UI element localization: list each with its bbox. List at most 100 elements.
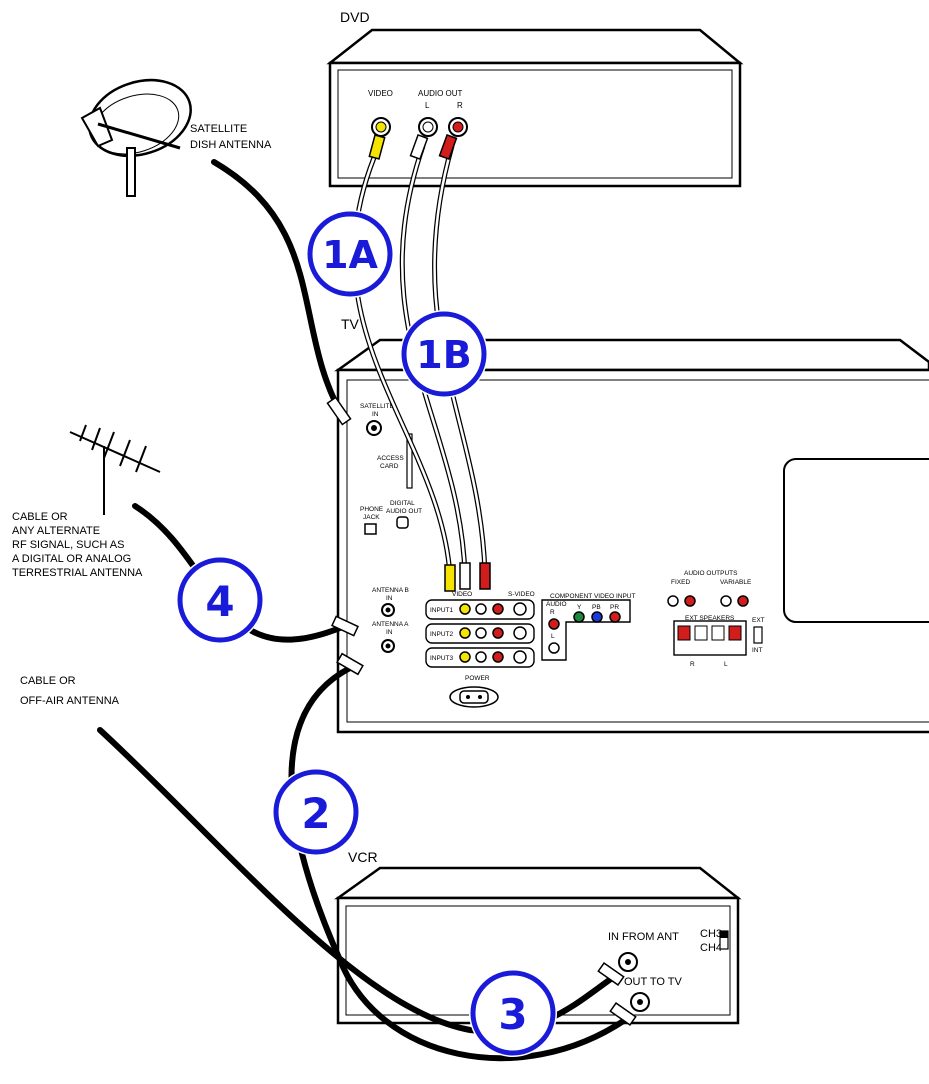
tv-video-plug [444, 564, 456, 592]
input3-audio-l-jack[interactable] [475, 651, 487, 663]
tv-rear-panel: TV SATELLITE IN ACCESS CARD PHONE JACK D… [334, 316, 929, 734]
audio-outputs-label: AUDIO OUTPUTS [684, 570, 738, 577]
terrestrial-label-2: ANY ALTERNATE [12, 525, 100, 537]
vcr-in-from-ant-label: IN FROM ANT [608, 931, 679, 943]
digital-audio-label-1: DIGITAL [390, 500, 415, 507]
component-pr-label: PR [610, 604, 619, 611]
digital-audio-out-jack[interactable] [396, 516, 409, 529]
svideo-column-label: S-VIDEO [508, 591, 535, 598]
dvd-player: DVD VIDEO AUDIO OUT L R [326, 9, 744, 188]
input3-label: INPUT3 [430, 655, 454, 662]
terrestrial-label-4: A DIGITAL OR ANALOG [12, 553, 131, 565]
access-card-label-2: CARD [380, 463, 399, 470]
input2-audio-l-jack[interactable] [475, 627, 487, 639]
dvd-r-label: R [457, 101, 463, 110]
terrestrial-label-1: CABLE OR [12, 511, 68, 523]
ext-spk-r-minus[interactable] [694, 625, 708, 641]
power-connector[interactable] [449, 686, 499, 708]
ext-speakers-block: EXT SPEAKERS R L [673, 615, 747, 668]
tv-audio-r-plug [479, 562, 491, 590]
step-1b-text: 1B [416, 333, 471, 377]
dvd-audio-l-jack[interactable] [418, 117, 438, 137]
tv-satellite-in-label-1: SATELLITE [360, 403, 395, 410]
step-2-text: 2 [301, 789, 330, 838]
input1-row: INPUT1 [425, 599, 535, 620]
component-audio-l-label: L [551, 633, 555, 640]
phone-jack[interactable] [364, 523, 377, 535]
ext-speakers-label: EXT SPEAKERS [685, 615, 735, 622]
input3-audio-r-jack[interactable] [492, 651, 504, 663]
step-3-badge: 3 [469, 969, 557, 1057]
component-y-label: Y [577, 604, 582, 611]
component-audio-r-label: R [550, 609, 555, 616]
video-column-label: VIDEO [452, 591, 472, 598]
dvd-label: DVD [340, 9, 370, 25]
vcr-out-to-tv-label: OUT TO TV [624, 976, 683, 988]
variable-l-jack[interactable] [720, 595, 732, 607]
component-pb-label: PB [592, 604, 601, 611]
satellite-cable [211, 159, 348, 423]
ext-int-switch[interactable] [753, 626, 763, 644]
component-y-jack[interactable] [573, 611, 585, 623]
input2-row: INPUT2 [425, 623, 535, 644]
satellite-label-line1: SATELLITE [190, 123, 247, 135]
access-card-slot[interactable] [406, 433, 413, 489]
terrestrial-label-5: TERRESTRIAL ANTENNA [12, 567, 143, 579]
component-audio-r-jack[interactable] [548, 618, 560, 630]
vcr-in-from-ant-jack[interactable] [618, 952, 638, 972]
ext-spk-l-minus[interactable] [711, 625, 725, 641]
component-audio-label: AUDIO [546, 601, 567, 608]
vcr-out-plug [609, 1001, 637, 1027]
vcr-out-to-tv-jack[interactable] [630, 992, 650, 1012]
ext-spk-l-label: L [724, 661, 728, 668]
step-1a-badge: 1A [306, 210, 394, 298]
dvd-audio-r-plug [438, 133, 458, 161]
antenna-a-label-1: ANTENNA A [372, 621, 409, 628]
input2-video-jack[interactable] [459, 627, 471, 639]
satellite-label-line2: DISH ANTENNA [190, 139, 272, 151]
ext-spk-l-plus[interactable] [728, 625, 742, 641]
vcr-label: VCR [348, 849, 378, 865]
component-pb-jack[interactable] [591, 611, 603, 623]
input1-audio-r-jack[interactable] [492, 603, 504, 615]
input3-svideo-jack[interactable] [513, 650, 527, 664]
fixed-l-jack[interactable] [667, 595, 679, 607]
component-audio-l-jack[interactable] [548, 642, 560, 654]
cable-off-air-label-2: OFF-AIR ANTENNA [20, 695, 120, 707]
antenna-a-label-2: IN [386, 629, 393, 636]
component-pr-jack[interactable] [609, 611, 621, 623]
dvd-video-plug [368, 134, 386, 160]
vcr-ch3-label: CH3 [700, 928, 722, 940]
vcr-in-plug [597, 961, 625, 987]
dvd-audio-l-plug [409, 133, 429, 161]
ext-label: EXT [752, 617, 765, 624]
tv-satellite-in-label-2: IN [372, 411, 379, 418]
antenna-a-jack[interactable] [381, 639, 395, 653]
satellite-cable-plug [326, 396, 352, 426]
power-label: POWER [465, 675, 490, 682]
dvd-video-jack[interactable] [371, 117, 391, 137]
input2-audio-r-jack[interactable] [492, 627, 504, 639]
input1-label: INPUT1 [430, 607, 454, 614]
input1-audio-l-jack[interactable] [475, 603, 487, 615]
phone-jack-label-1: PHONE [360, 506, 384, 513]
component-label: COMPONENT VIDEO INPUT [550, 593, 636, 600]
fixed-r-jack[interactable] [684, 595, 696, 607]
step-1b-badge: 1B [400, 310, 488, 398]
input3-video-jack[interactable] [459, 651, 471, 663]
dvd-audio-r-jack[interactable] [448, 117, 468, 137]
tv-satellite-in-jack[interactable] [366, 420, 382, 436]
input2-svideo-jack[interactable] [513, 626, 527, 640]
fixed-label: FIXED [671, 579, 690, 586]
ext-spk-r-plus[interactable] [677, 625, 691, 641]
dvd-audio-out-label: AUDIO OUT [418, 89, 463, 98]
input1-svideo-jack[interactable] [513, 602, 527, 616]
input2-label: INPUT2 [430, 631, 454, 638]
antenna-b-jack[interactable] [381, 603, 395, 617]
variable-r-jack[interactable] [737, 595, 749, 607]
component-video-block: COMPONENT VIDEO INPUT AUDIO R L Y PB PR [541, 593, 636, 661]
cable-antenna-cable [97, 727, 618, 1035]
input1-video-jack[interactable] [459, 603, 471, 615]
step-1a-text: 1A [322, 233, 378, 277]
